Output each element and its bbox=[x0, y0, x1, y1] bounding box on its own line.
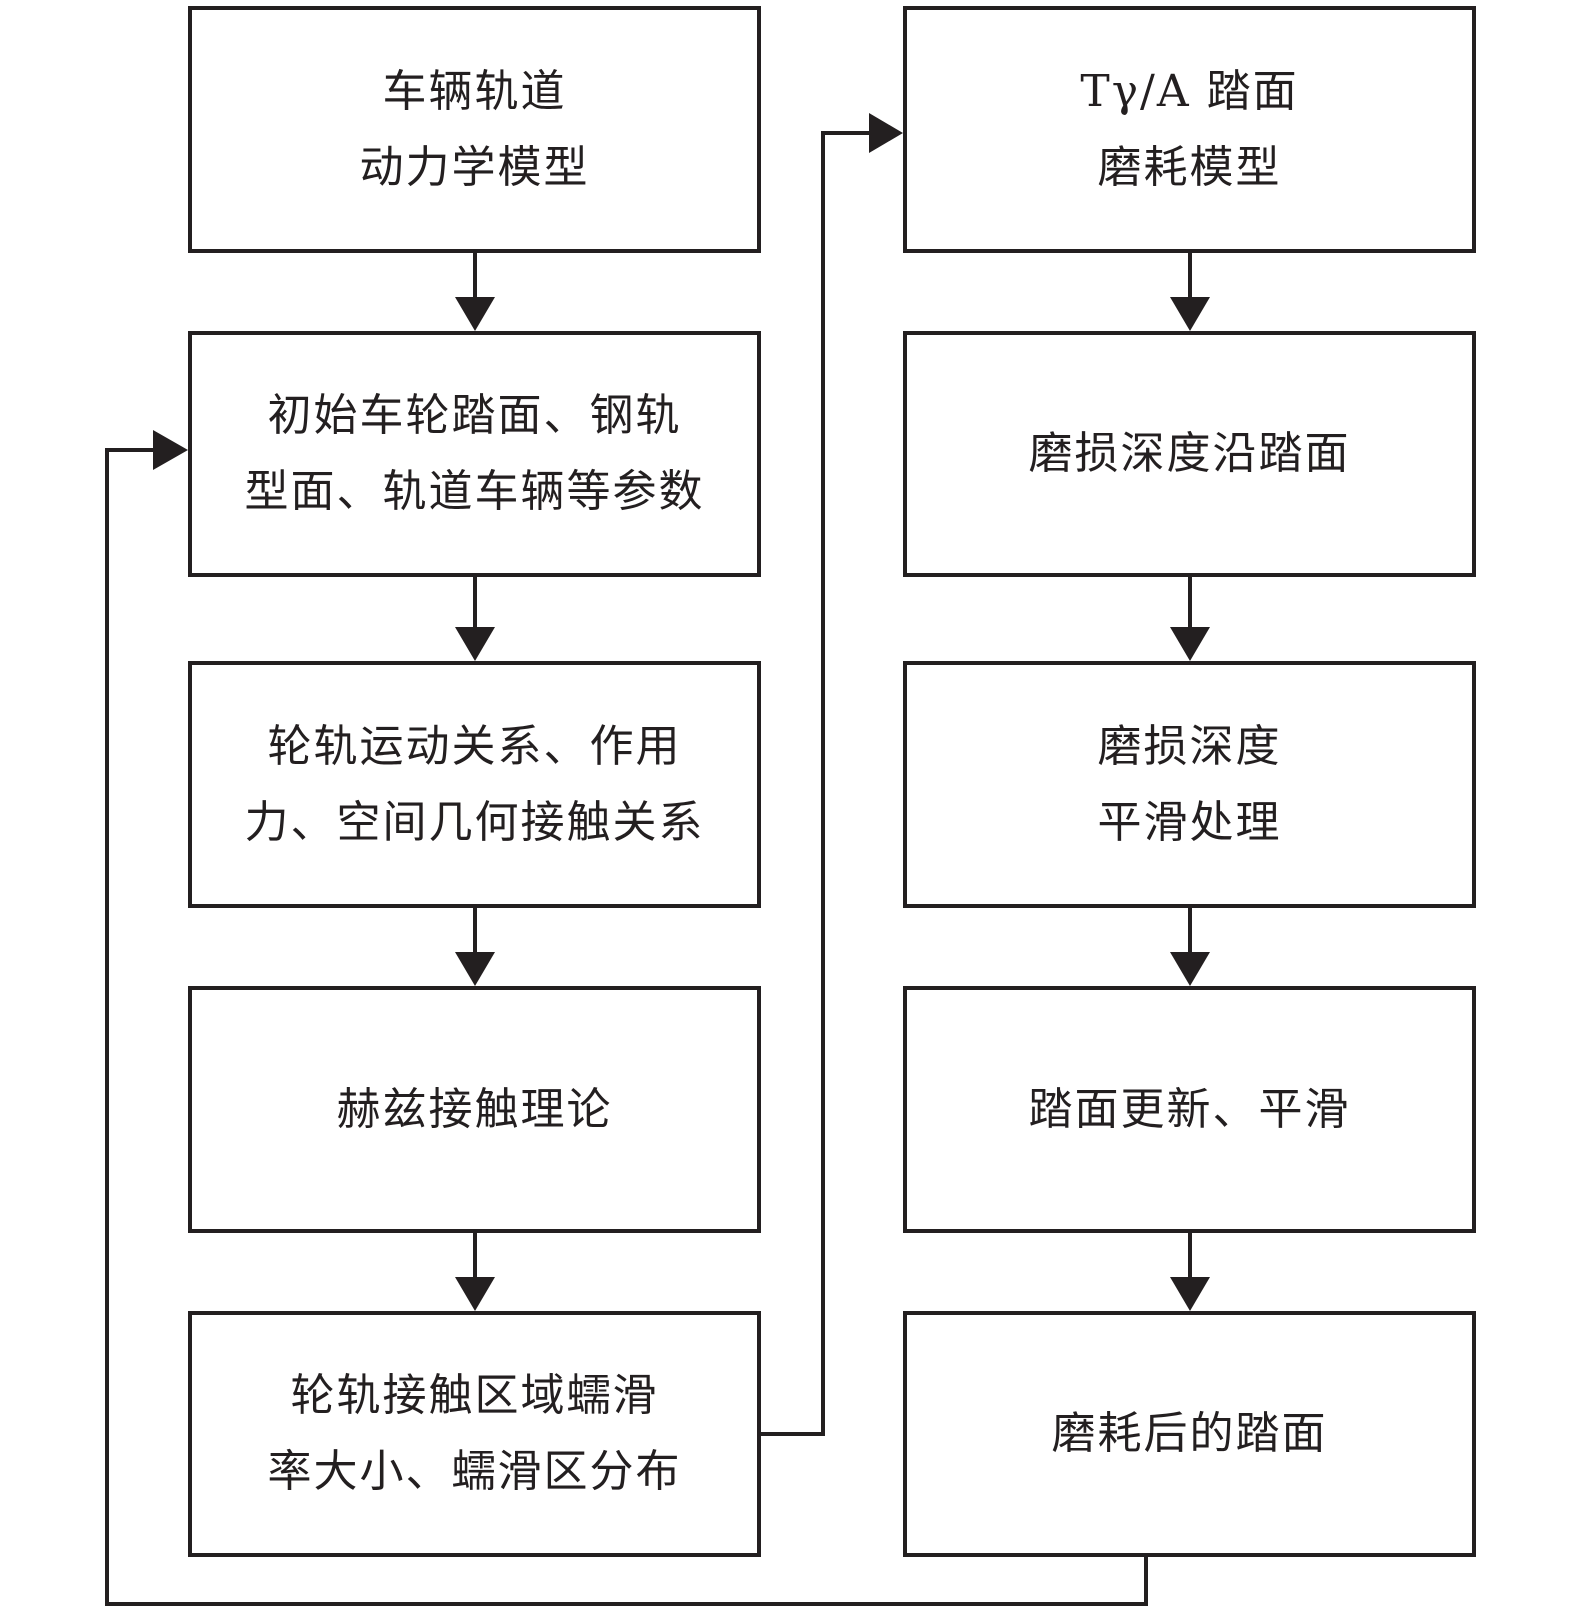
arrowhead-down-r4 bbox=[1170, 952, 1210, 986]
arrowhead-down-l3 bbox=[455, 627, 495, 661]
box-tgamma-a-wear-model: Tγ/A 踏面 磨耗模型 bbox=[903, 6, 1476, 253]
box-vehicle-track-dynamics-model: 车辆轨道 动力学模型 bbox=[188, 6, 761, 253]
box-text-line: 型面、轨道车辆等参数 bbox=[244, 466, 705, 517]
arrowhead-right-r1 bbox=[869, 113, 903, 153]
box-wear-depth-along-tread: 磨损深度沿踏面 bbox=[903, 331, 1476, 577]
box-text-line: 磨耗后的踏面 bbox=[1051, 1408, 1328, 1459]
box-text-line: 磨耗模型 bbox=[1097, 141, 1282, 193]
box-wheel-rail-relations: 轮轨运动关系、作用 力、空间几何接触关系 bbox=[188, 661, 761, 908]
arrowhead-down-r3 bbox=[1170, 627, 1210, 661]
arrowhead-down-l4 bbox=[455, 952, 495, 986]
box-wear-depth-smoothing: 磨损深度 平滑处理 bbox=[903, 661, 1476, 908]
box-text-line: 车辆轨道 bbox=[382, 65, 567, 117]
arrowhead-down-r2 bbox=[1170, 297, 1210, 331]
arrowhead-down-l2 bbox=[455, 297, 495, 331]
box-text-line: 磨损深度 bbox=[1097, 720, 1282, 772]
box-tread-update-smoothing: 踏面更新、平滑 bbox=[903, 986, 1476, 1233]
box-hertz-contact-theory: 赫兹接触理论 bbox=[188, 986, 761, 1233]
arrowhead-down-l5 bbox=[455, 1277, 495, 1311]
box-worn-tread: 磨耗后的踏面 bbox=[903, 1311, 1476, 1557]
box-text-line: 率大小、蠕滑区分布 bbox=[267, 1446, 682, 1497]
box-text-line: 踏面更新、平滑 bbox=[1028, 1083, 1351, 1135]
arrowhead-down-r5 bbox=[1170, 1277, 1210, 1311]
box-text-line: 平滑处理 bbox=[1097, 796, 1282, 848]
box-text-line: 初始车轮踏面、钢轨 bbox=[267, 390, 682, 441]
box-text-line: 轮轨运动关系、作用 bbox=[267, 720, 682, 772]
connector-l5-r1 bbox=[761, 131, 872, 1436]
box-text-line: 磨损深度沿踏面 bbox=[1028, 428, 1351, 479]
feedback-loop-connector bbox=[105, 448, 1148, 1606]
box-text-line: 轮轨接触区域蠕滑 bbox=[290, 1370, 659, 1421]
box-text-line: 赫兹接触理论 bbox=[336, 1083, 613, 1135]
box-text-line: Tγ/A 踏面 bbox=[1080, 65, 1299, 117]
arrowhead-right-l2 bbox=[153, 430, 188, 470]
box-text-line: 力、空间几何接触关系 bbox=[244, 796, 705, 848]
box-creepage-distribution: 轮轨接触区域蠕滑 率大小、蠕滑区分布 bbox=[188, 1311, 761, 1557]
box-text-line: 动力学模型 bbox=[359, 141, 590, 193]
box-initial-parameters: 初始车轮踏面、钢轨 型面、轨道车辆等参数 bbox=[188, 331, 761, 577]
